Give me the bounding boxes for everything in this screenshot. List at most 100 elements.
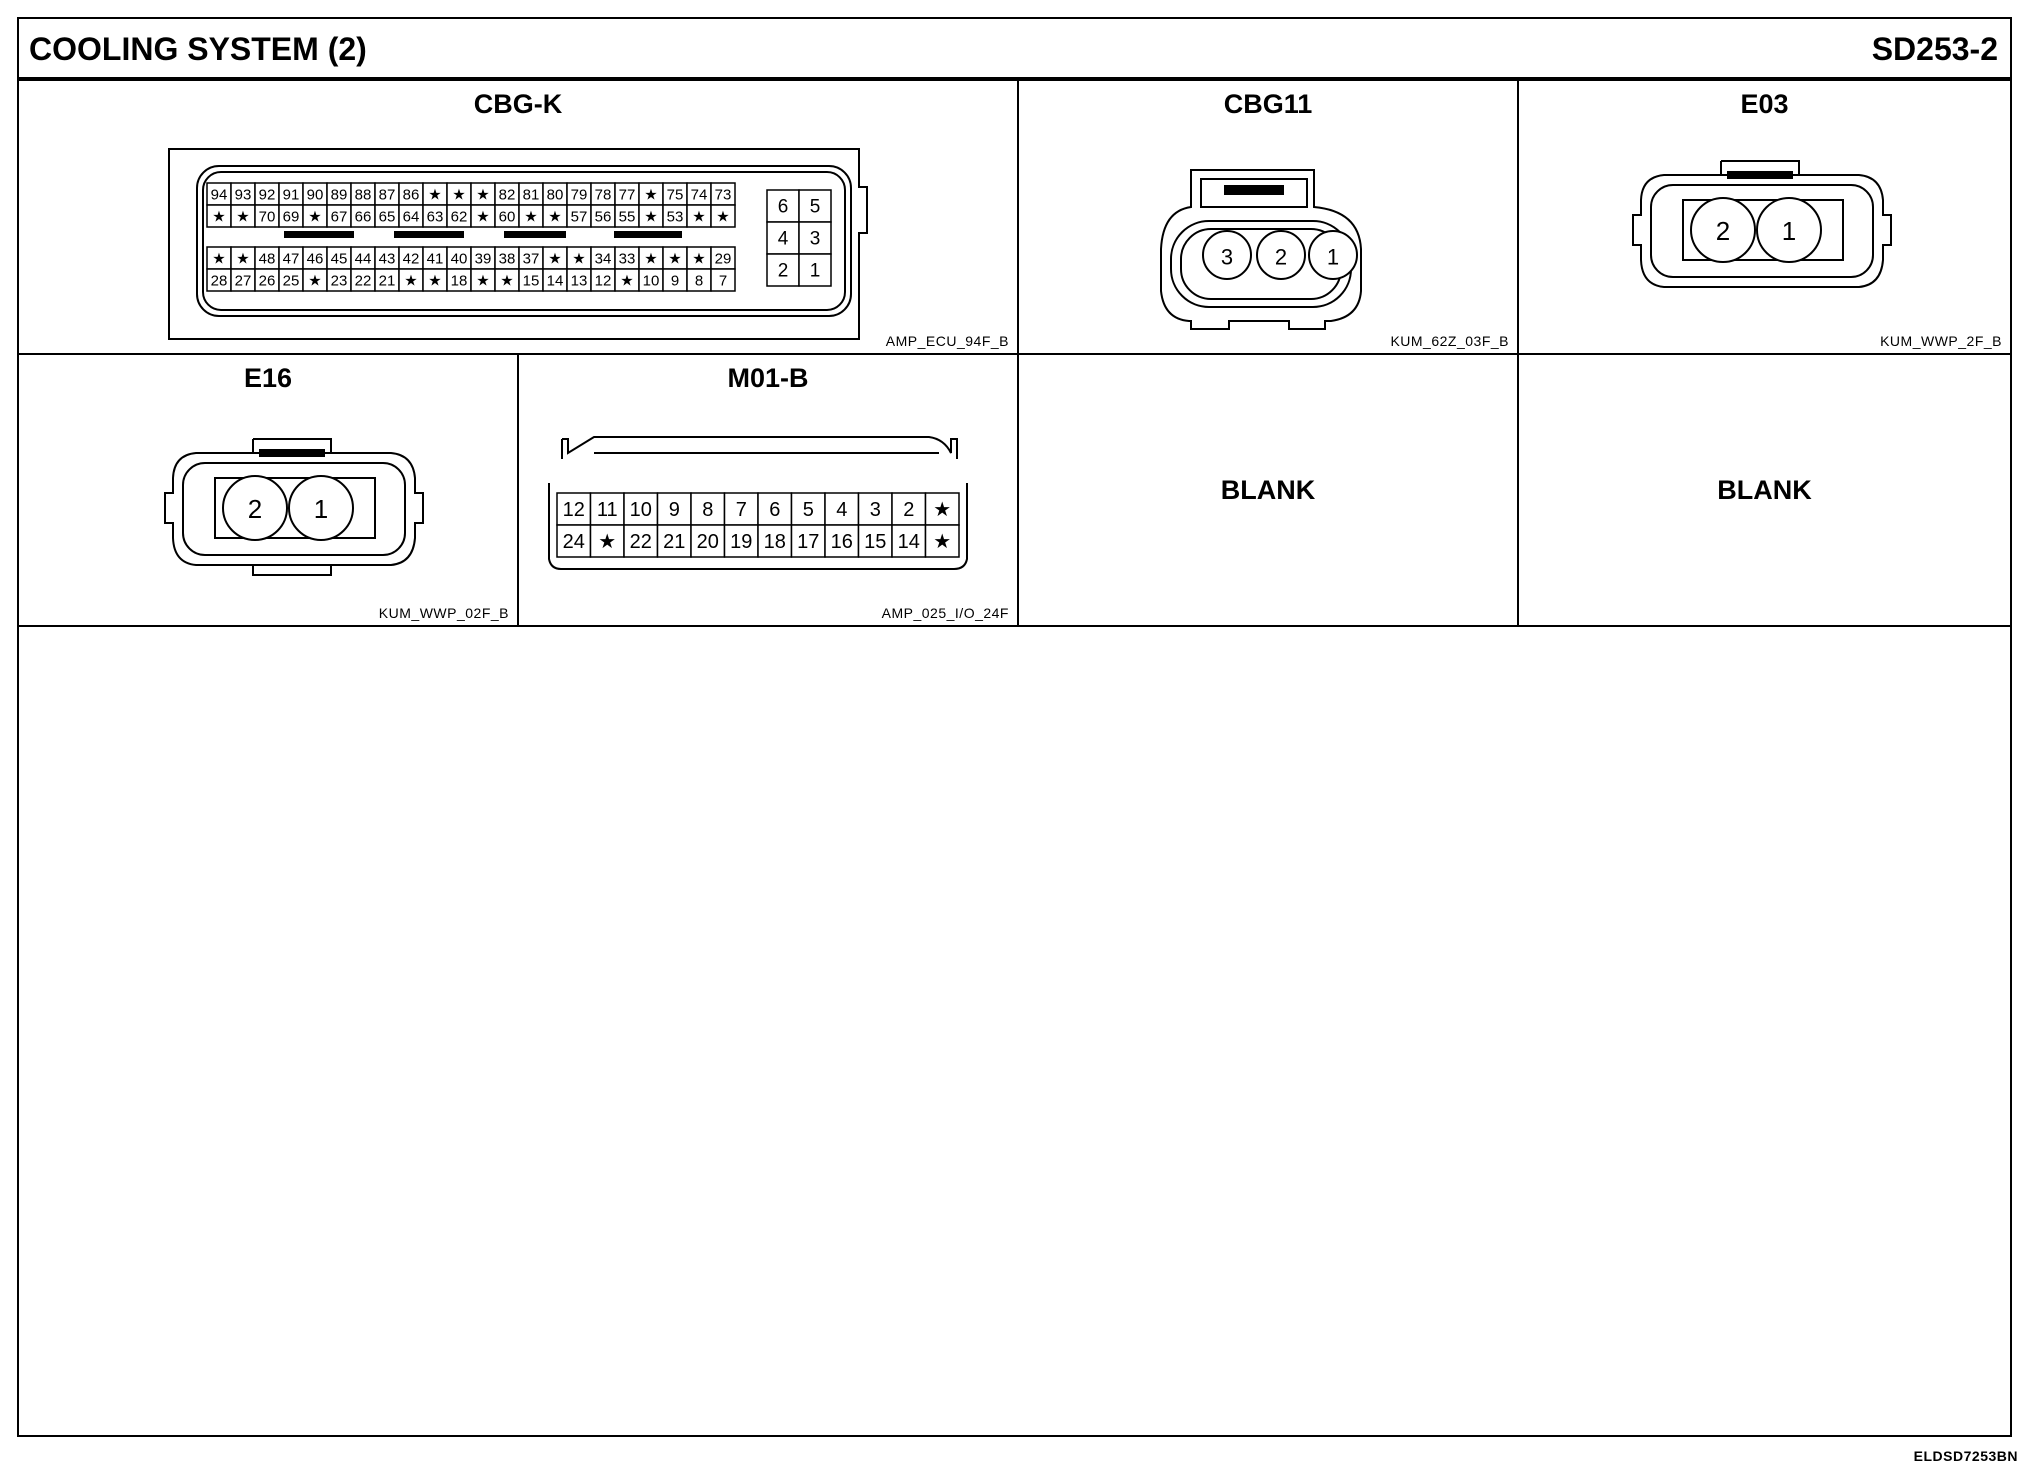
pin-label: 93 <box>235 187 252 204</box>
pin-label: 2 <box>903 499 914 521</box>
pin-label: ★ <box>644 187 657 204</box>
pin-label: 9 <box>671 273 679 290</box>
pin-label: 67 <box>331 209 348 226</box>
connector-name-e16: E16 <box>243 363 293 393</box>
pin-circle <box>222 475 288 541</box>
pin-label: 56 <box>595 209 612 226</box>
pin-label: 27 <box>235 273 252 290</box>
connector-name-cbg11: CBG11 <box>1223 89 1313 119</box>
pin-label: ★ <box>452 187 465 204</box>
connector-code-cbgk: AMP_ECU_94F_B <box>885 333 1009 349</box>
connector-code-e03: KUM_WWP_2F_B <box>1880 333 2002 349</box>
pin-label: 2 <box>1275 245 1287 270</box>
pin-label: 66 <box>355 209 372 226</box>
pin-label: ★ <box>548 251 561 268</box>
pin-label: 73 <box>715 187 732 204</box>
pin-label: 87 <box>379 187 396 204</box>
pin-label: ★ <box>212 251 225 268</box>
pin-circle <box>1256 230 1306 280</box>
pin-label: 37 <box>523 251 540 268</box>
cell-blank-2: BLANK <box>1519 355 2010 627</box>
pin-label: 22 <box>355 273 372 290</box>
pin-label: 75 <box>667 187 684 204</box>
blank-label-1: BLANK <box>1220 475 1316 505</box>
pin-circle <box>288 475 354 541</box>
pin-label: 1 <box>1327 245 1339 270</box>
polarization-key <box>394 231 464 238</box>
connector-cavity <box>1682 199 1844 261</box>
pin-label: 25 <box>283 273 300 290</box>
pin-label: 78 <box>595 187 612 204</box>
connector-face <box>182 462 406 556</box>
pin-label: 65 <box>379 209 396 226</box>
pin-label: ★ <box>308 209 321 226</box>
pin-label: 18 <box>451 273 468 290</box>
pin-label: ★ <box>428 187 441 204</box>
pin-label: 18 <box>764 531 786 553</box>
pin-label: ★ <box>236 209 249 226</box>
page-code: SD253-2 <box>1871 31 1998 67</box>
pin-cell <box>766 189 800 223</box>
pin-label: ★ <box>716 209 729 226</box>
drawing-id: ELDSD7253BN <box>1913 1448 2018 1464</box>
connector-housing-top <box>561 436 958 459</box>
pin-label: 89 <box>331 187 348 204</box>
page-title: COOLING SYSTEM (2) <box>29 31 367 67</box>
pin-label: 14 <box>547 273 564 290</box>
pin-label: ★ <box>476 273 489 290</box>
pin-label: ★ <box>644 209 657 226</box>
connector-housing <box>1160 169 1362 330</box>
pin-circle <box>1308 230 1358 280</box>
pin-label: 26 <box>259 273 276 290</box>
pin-label: 82 <box>499 187 516 204</box>
pin-label: 43 <box>379 251 396 268</box>
pin-label: 33 <box>619 251 636 268</box>
pin-label: 17 <box>797 531 819 553</box>
polarization-key <box>504 231 566 238</box>
connector-name-cbgk: CBG-K <box>473 89 563 119</box>
pin-label: 88 <box>355 187 372 204</box>
pin-label: 77 <box>619 187 636 204</box>
pin-label: ★ <box>598 531 616 553</box>
pin-label: 9 <box>669 499 680 521</box>
polarization-key <box>614 231 682 238</box>
pin-label: 21 <box>663 531 685 553</box>
pin-cell <box>589 524 625 558</box>
pin-cell <box>790 524 826 558</box>
pin-label: ★ <box>236 251 249 268</box>
pin-cell <box>766 253 800 287</box>
connector-code-cbg11: KUM_62Z_03F_B <box>1390 333 1509 349</box>
connector-housing <box>1632 174 1892 288</box>
pin-cell <box>710 204 736 228</box>
pin-label: 28 <box>211 273 228 290</box>
pin-label: 1 <box>314 494 328 524</box>
pin-label: 19 <box>730 531 752 553</box>
pin-label: 6 <box>769 499 780 521</box>
pin-label: 11 <box>597 499 618 521</box>
pin-cell <box>824 524 860 558</box>
pin-label: 22 <box>630 531 652 553</box>
connector-housing <box>548 483 968 570</box>
pin-circle <box>1202 230 1252 280</box>
pin-label: 4 <box>836 499 847 521</box>
connector-face <box>1650 184 1874 278</box>
pin-label: 62 <box>451 209 468 226</box>
connector-name-e03: E03 <box>1740 89 1789 119</box>
connector-name-m01b: M01-B <box>727 363 809 393</box>
pin-cell <box>757 524 793 558</box>
pin-label: 12 <box>563 499 585 521</box>
pin-label: 81 <box>523 187 540 204</box>
pin-label: ★ <box>692 209 705 226</box>
pin-cell <box>766 221 800 255</box>
pin-label: ★ <box>212 209 225 226</box>
pin-label: ★ <box>933 531 951 553</box>
pin-label: 14 <box>898 531 920 553</box>
